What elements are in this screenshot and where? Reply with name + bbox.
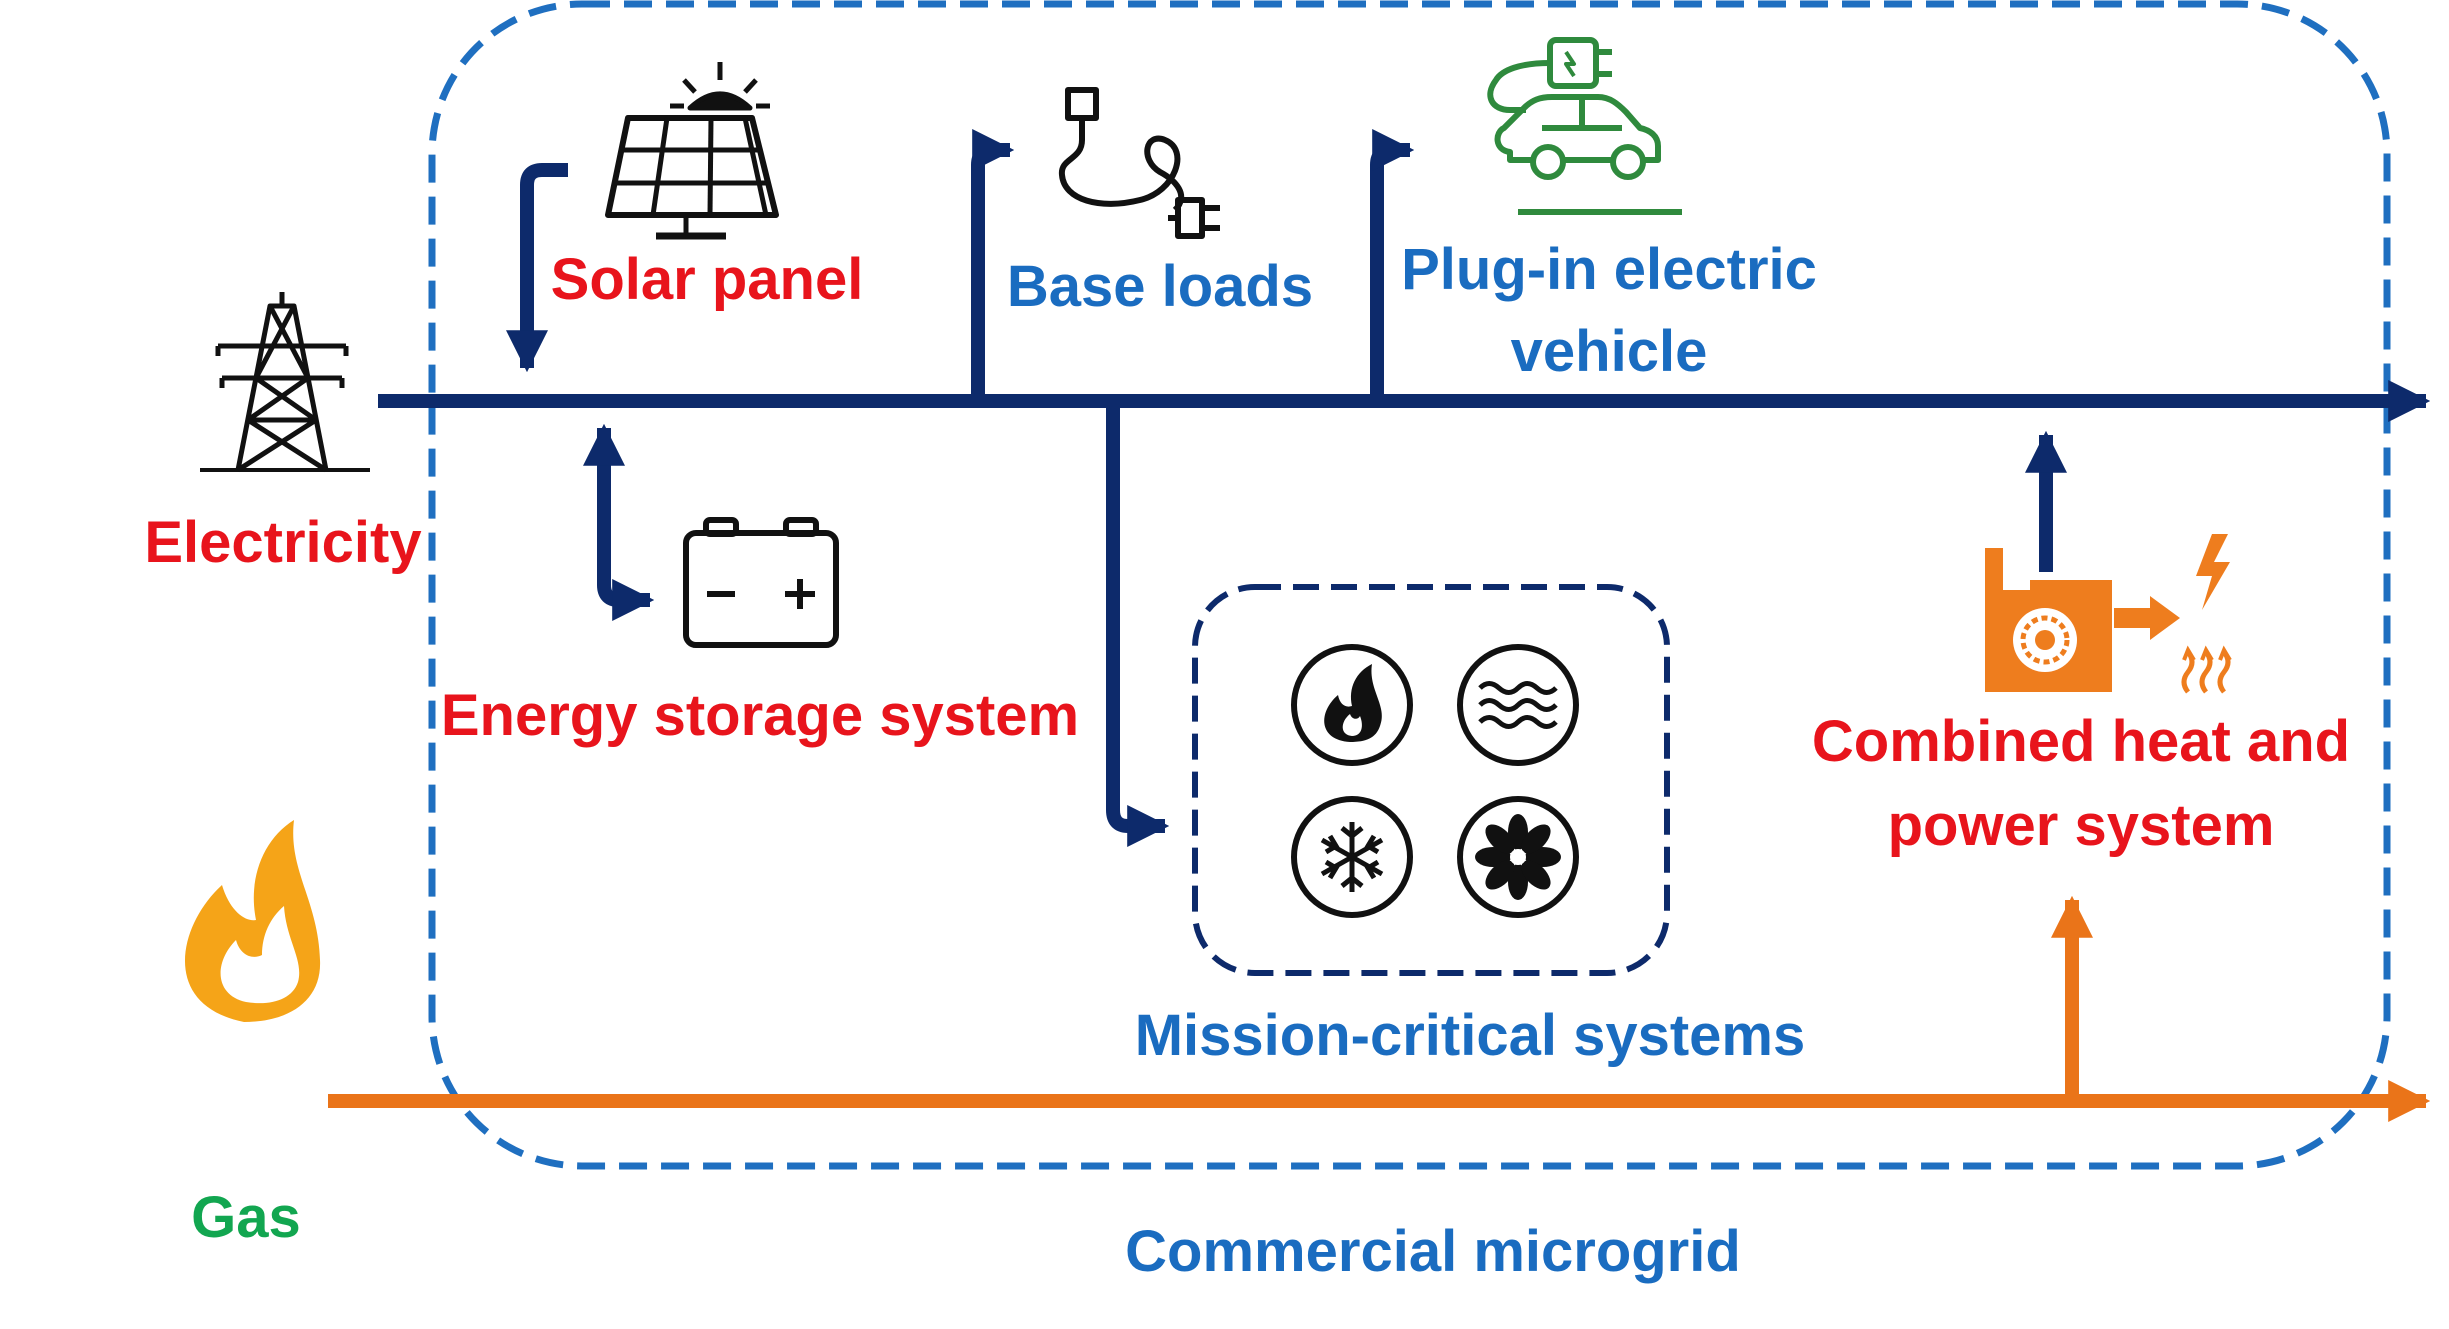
base-loads-feeder-arrow: [971, 129, 1015, 394]
fan-icon: [1457, 796, 1579, 918]
snowflake-icon: [1291, 796, 1413, 918]
microgrid-boundary: [428, 0, 2391, 1170]
transmission-tower-icon: [200, 292, 370, 473]
solar-panel-icon: [605, 62, 779, 240]
mission-critical-feeder-arrow: [1106, 408, 1170, 847]
plug-cable-icon: [1058, 87, 1220, 239]
mission-critical-box: [1192, 584, 1670, 976]
chp-plant-icon: [1985, 534, 2232, 694]
base-loads-label: Base loads: [1007, 254, 1313, 319]
ev-label-line2: vehicle: [1511, 319, 1708, 384]
electricity-label: Electricity: [144, 510, 421, 575]
chp-label-line1: Combined heat and: [1812, 709, 2350, 774]
fire-icon: [1291, 644, 1413, 766]
solar-panel-label: Solar panel: [551, 247, 864, 312]
electric-car-charging-icon: [1487, 37, 1682, 215]
gas-flame-icon: [184, 820, 321, 1022]
mission-critical-label: Mission-critical systems: [1135, 1003, 1806, 1068]
solar-feeder-arrow: [506, 163, 568, 373]
ev-feeder-arrow: [1370, 129, 1415, 394]
energy-storage-label: Energy storage system: [441, 683, 1079, 748]
commercial-microgrid-label: Commercial microgrid: [1125, 1219, 1741, 1284]
ev-label-line1: Plug-in electric: [1401, 237, 1817, 302]
waves-icon: [1457, 644, 1579, 766]
gas-label: Gas: [191, 1185, 301, 1250]
chp-label-line2: power system: [1888, 793, 2275, 858]
battery-icon: [683, 517, 839, 648]
storage-feeder-arrow: [583, 423, 655, 621]
